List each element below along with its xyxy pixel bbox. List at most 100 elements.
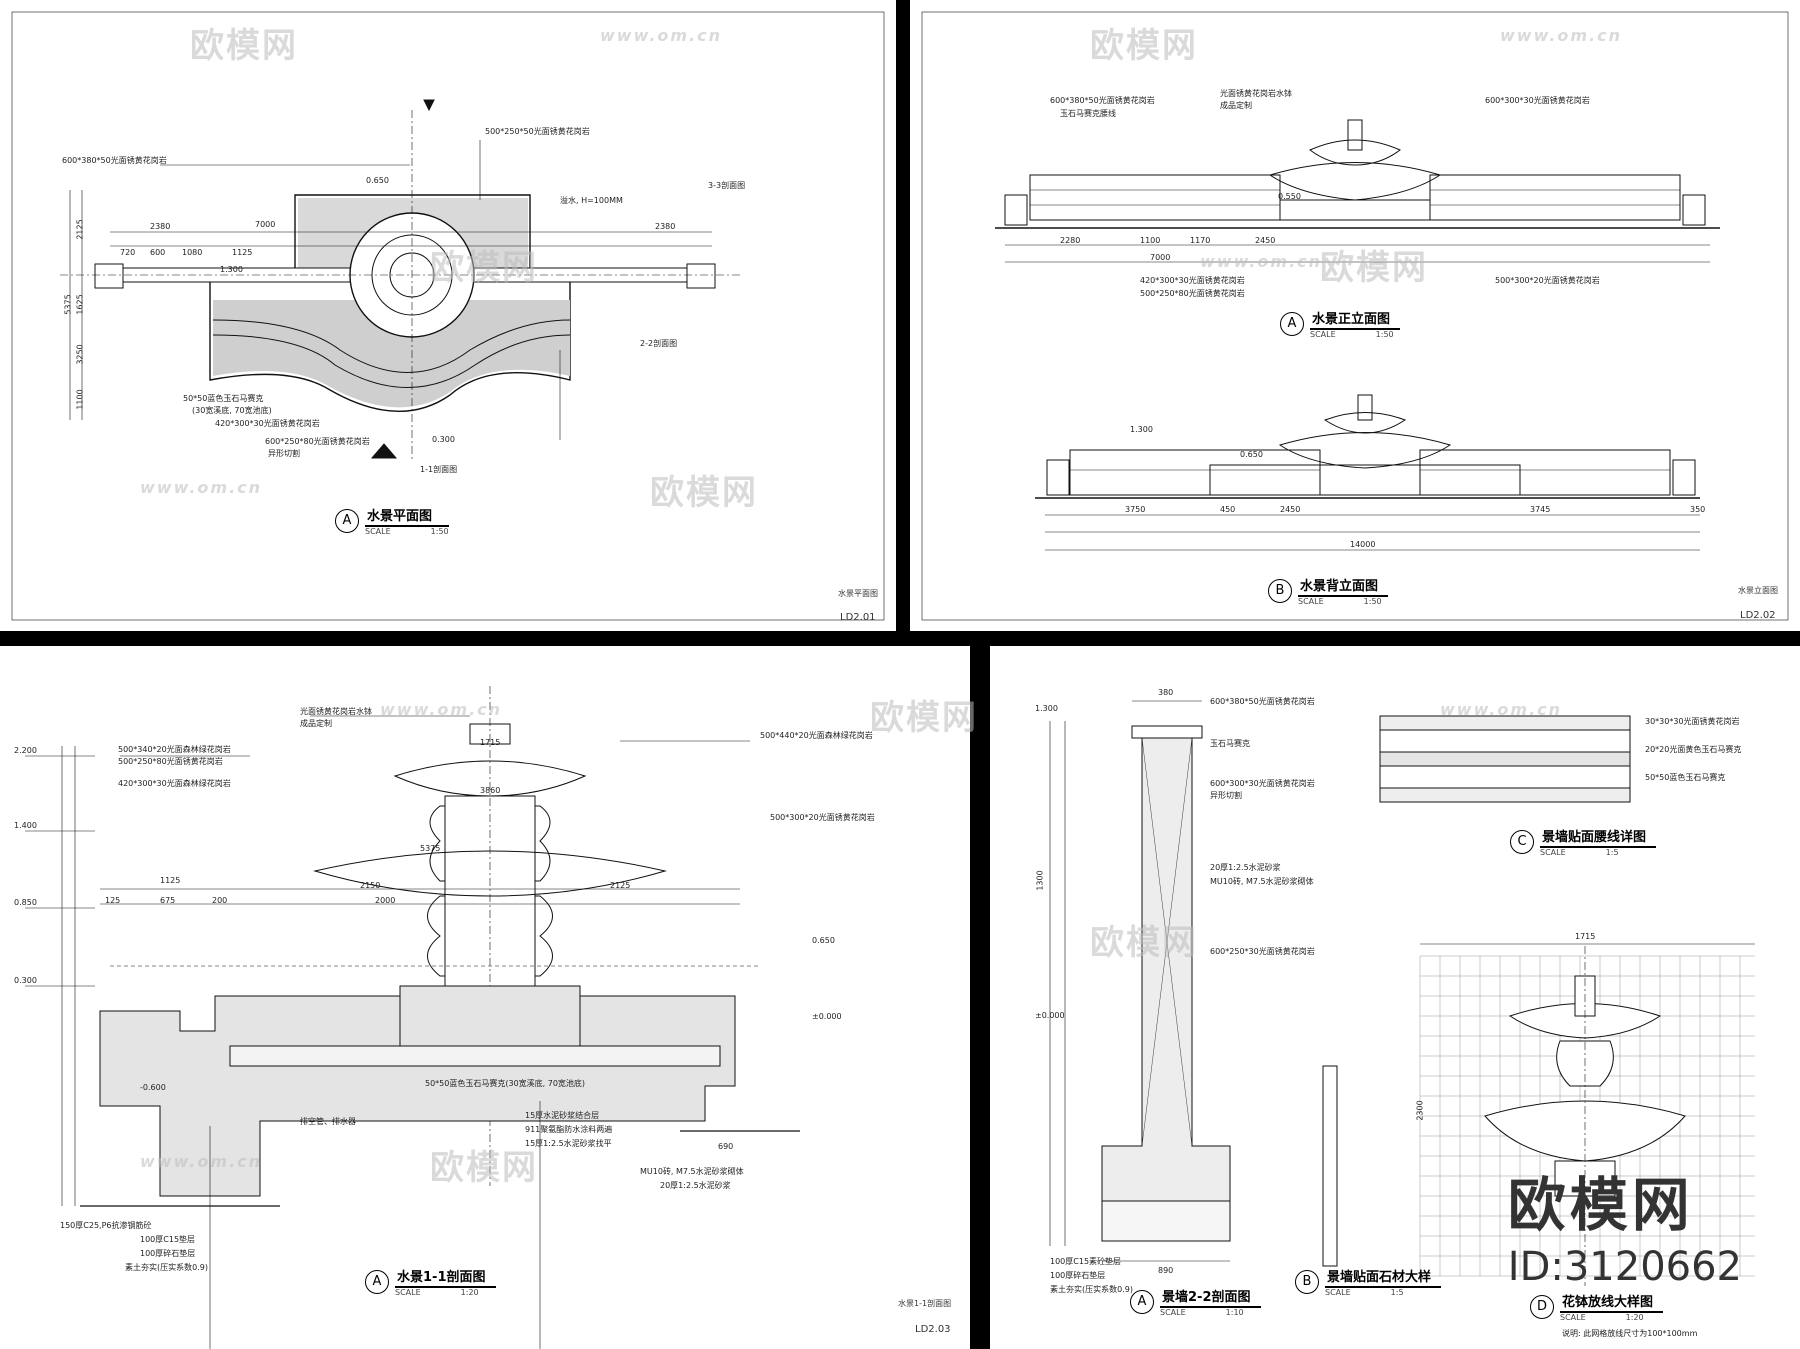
det-title-a: 景墙2-2剖面图 [1160,1286,1261,1308]
sect-label-4: 500*250*80光面锈黄花岗岩 [118,757,223,766]
elev-dim-13: 0.650 [1240,450,1263,459]
sect-label-17: 20厚1:2.5水泥砂浆 [660,1181,731,1190]
plan-label-10: 3-3剖面图 [708,181,746,190]
sect-view-tag: A [365,1269,389,1294]
sect-dim-12: 2.200 [14,746,37,755]
det-scale-b: 1:5 [1390,1288,1404,1297]
det-label-5: 20厚1:2.5水泥砂浆 [1210,863,1281,872]
sect-dim-8: 2125 [610,881,631,890]
plan-label-7: 异形切割 [268,449,300,458]
sect-dim-7: 2000 [375,896,396,905]
elev-scale-label-a: SCALE [1310,330,1336,339]
sect-label-3: 500*340*20光面森林绿花岗岩 [118,745,231,754]
det-title-c: 景墙贴面腰线详图 [1540,826,1657,848]
det-dim-3: 2300 [1415,1100,1425,1121]
det-title-d: 花钵放线大样图 [1560,1291,1664,1313]
brand-block: 欧模网 ID:3120662 [1508,1158,1742,1290]
plan-title: 水景平面图 [365,505,449,527]
det-label-7: 600*250*30光面锈黄花岗岩 [1210,947,1315,956]
det-label-1: 600*380*50光面锈黄花岗岩 [1210,697,1315,706]
sect-label-1: 光面锈黄花岗岩水钵 [300,707,372,716]
sect-label-9: 15厚水泥砂浆结合层 [525,1111,600,1120]
plan-scale: 1:50 [430,527,449,536]
det-title-b: 景墙贴面石材大样 [1325,1266,1442,1288]
elev-sheet-no: LD2.02 [1740,610,1776,621]
det-scale-c: 1:5 [1605,848,1619,857]
plan-dim-4: 720 [120,248,136,257]
watermark-logo-2: 欧模网 [1090,26,1198,66]
plan-dim-6: 1080 [182,248,203,257]
sect-title: 水景1-1剖面图 [395,1266,496,1288]
watermark-url-3: www.om.cn [140,478,263,497]
det-scale-a: 1:10 [1225,1308,1244,1317]
det-scale-d: 1:20 [1625,1313,1644,1322]
sect-dim-2: 675 [160,896,176,905]
det-dim-4: 1300 [1035,870,1045,891]
elev-label-7: 500*250*80光面锈黄花岗岩 [1140,289,1245,298]
plan-drawing [11,11,885,621]
elev-dim-3: 1170 [1190,236,1211,245]
sect-label-16: MU10砖, M7.5水泥砂浆砌体 [640,1167,744,1176]
det-grid-note: 说明: 此网格放线尺寸为100*100mm [1562,1329,1698,1338]
plan-label-3: 50*50蓝色玉石马赛克 [183,394,264,403]
watermark-url-2: www.om.cn [1500,26,1623,45]
det-label-11: 30*30*30光面锈黄花岗岩 [1645,717,1740,726]
elev-dim-9: 2450 [1280,505,1301,514]
watermark-url-7: www.om.cn [140,1152,263,1171]
det-scale-label-a: SCALE [1160,1308,1186,1317]
det-view-tag-a: A [1130,1289,1154,1314]
elev-dim-7: 3750 [1125,505,1146,514]
elev-label-5: 玉石马赛克腰线 [1060,109,1116,118]
elev-label-6: 420*300*30光面锈黄花岗岩 [1140,276,1245,285]
plan-label-6: 600*250*80光面锈黄花岗岩 [265,437,370,446]
watermark-logo-4: 欧模网 [1320,248,1428,288]
det-view-tag-d: D [1530,1294,1554,1319]
plan-dim-2: 7000 [255,220,276,229]
plan-label-2: 500*250*50光面锈黄花岗岩 [485,127,590,136]
det-label-13: 50*50蓝色玉石马赛克 [1645,773,1726,782]
sect-label-7: 500*300*20光面锈黄花岗岩 [770,813,875,822]
plan-dim-7: 1125 [232,248,253,257]
plan-dim-3: 2380 [655,222,676,231]
det-label-6: MU10砖, M7.5水泥砂浆砌体 [1210,877,1314,886]
sect-label-14: 100厚碎石垫层 [140,1249,196,1258]
plan-label-5: 420*300*30光面锈黄花岗岩 [215,419,320,428]
watermark-logo-7: 欧模网 [1090,923,1198,963]
plan-scale-label: SCALE [365,527,391,536]
watermark-logo-3: 欧模网 [430,248,538,288]
det-label-3: 600*300*30光面锈黄花岗岩 [1210,779,1315,788]
elev-title-a: 水景正立面图 [1310,308,1401,330]
sect-dim-6: 2150 [360,881,381,890]
sect-sheet-no: LD2.03 [915,1324,951,1335]
elev-dim-14: 0.550 [1278,192,1301,201]
det-dim-5: 890 [1158,1266,1174,1275]
det-label-8: 100厚C15素砼垫层 [1050,1257,1122,1266]
sect-label-10: 911聚氨酯防水涂料两遍 [525,1125,613,1134]
elev-title-b: 水景背立面图 [1298,575,1389,597]
det-label-9: 100厚碎石垫层 [1050,1271,1106,1280]
det-dim-2: 1715 [1575,932,1596,941]
sect-dim-9: 3860 [480,786,501,795]
plan-dim-14: 0.300 [432,435,455,444]
elev-dim-1: 2280 [1060,236,1081,245]
sect-dim-15: 0.300 [14,976,37,985]
elev-scale-label-b: SCALE [1298,597,1324,606]
plan-label-4: (30宽溪底, 70宽池底) [192,406,272,415]
sect-dim-14: 0.850 [14,898,37,907]
elev-dim-2: 1100 [1140,236,1161,245]
brand-name: 欧模网 [1507,1171,1694,1239]
det-label-10: 素土夯实(压实系数0.9) [1050,1285,1133,1294]
sect-dim-13: 1.400 [14,821,37,830]
det-view-tag-b: B [1295,1269,1319,1294]
sheet-elevation: 600*380*50光面锈黄花岗岩 600*300*30光面锈黄花岗岩 光面锈黄… [910,0,1800,631]
elev-dim-4: 2450 [1255,236,1276,245]
sect-label-13: 100厚C15垫层 [140,1235,196,1244]
watermark-url-4: www.om.cn [1200,252,1323,271]
plan-dim-8: 5375 [63,294,73,315]
